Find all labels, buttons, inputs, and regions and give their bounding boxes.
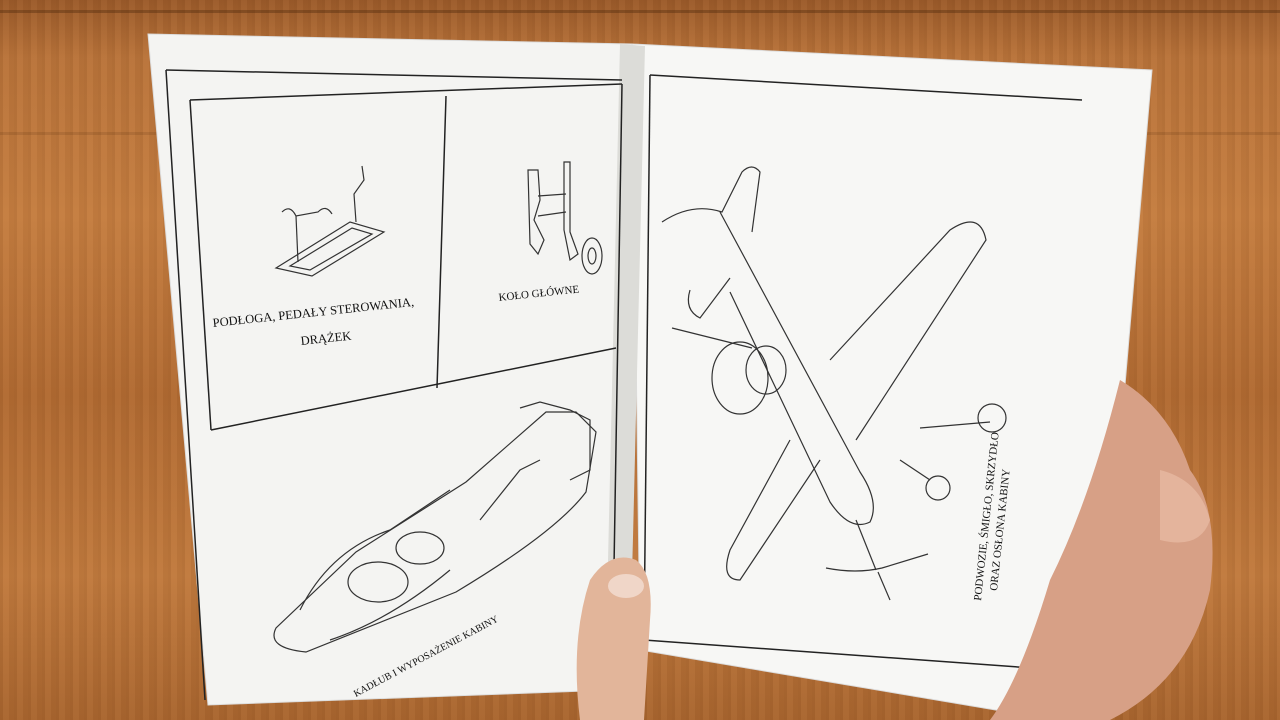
right-page-frame bbox=[643, 74, 1083, 671]
left-thumbnail bbox=[608, 574, 644, 598]
floor-pedals-drawing bbox=[274, 165, 386, 277]
right-hand bbox=[990, 380, 1213, 720]
left-thumb bbox=[576, 557, 651, 720]
table-seam bbox=[0, 10, 1280, 13]
main-wheel-drawing bbox=[527, 161, 603, 275]
left-page-frame bbox=[165, 69, 623, 701]
fuselage-drawing bbox=[273, 401, 597, 653]
aircraft-drawing bbox=[661, 166, 1007, 601]
right-finger bbox=[1160, 470, 1210, 543]
